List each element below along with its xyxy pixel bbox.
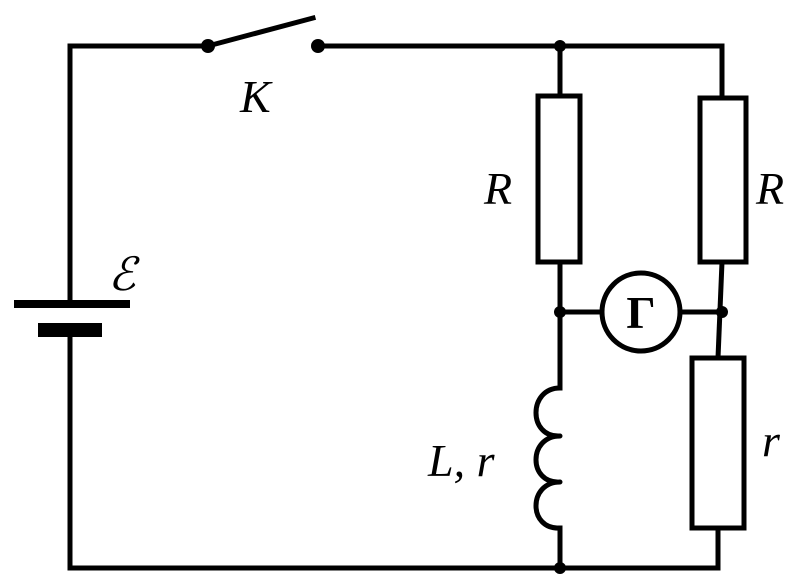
- switch-pivot: [201, 39, 215, 53]
- switch-blade: [204, 14, 317, 50]
- label-inductor: L, r: [427, 435, 496, 486]
- junction-bottom: [554, 562, 566, 574]
- wires: [67, 43, 725, 571]
- resistor-top-right: [697, 95, 749, 265]
- battery: [14, 300, 130, 337]
- resistor-bottom-right: [689, 355, 747, 531]
- junction-mid-right: [716, 306, 728, 318]
- inductor-coil: [533, 385, 563, 531]
- switch: [201, 14, 325, 53]
- label-resistor-bottom-right: r: [762, 415, 781, 466]
- label-resistor-top-right: R: [755, 163, 784, 214]
- label-galvanometer: Г: [626, 287, 655, 338]
- label-switch: K: [239, 71, 273, 122]
- label-emf: ℰ: [108, 249, 140, 300]
- junction-mid-left: [554, 306, 566, 318]
- resistor-top-left: [535, 93, 583, 265]
- junction-top: [554, 40, 566, 52]
- switch-contact: [311, 39, 325, 53]
- label-resistor-top-left: R: [483, 163, 512, 214]
- galvanometer: [599, 270, 683, 354]
